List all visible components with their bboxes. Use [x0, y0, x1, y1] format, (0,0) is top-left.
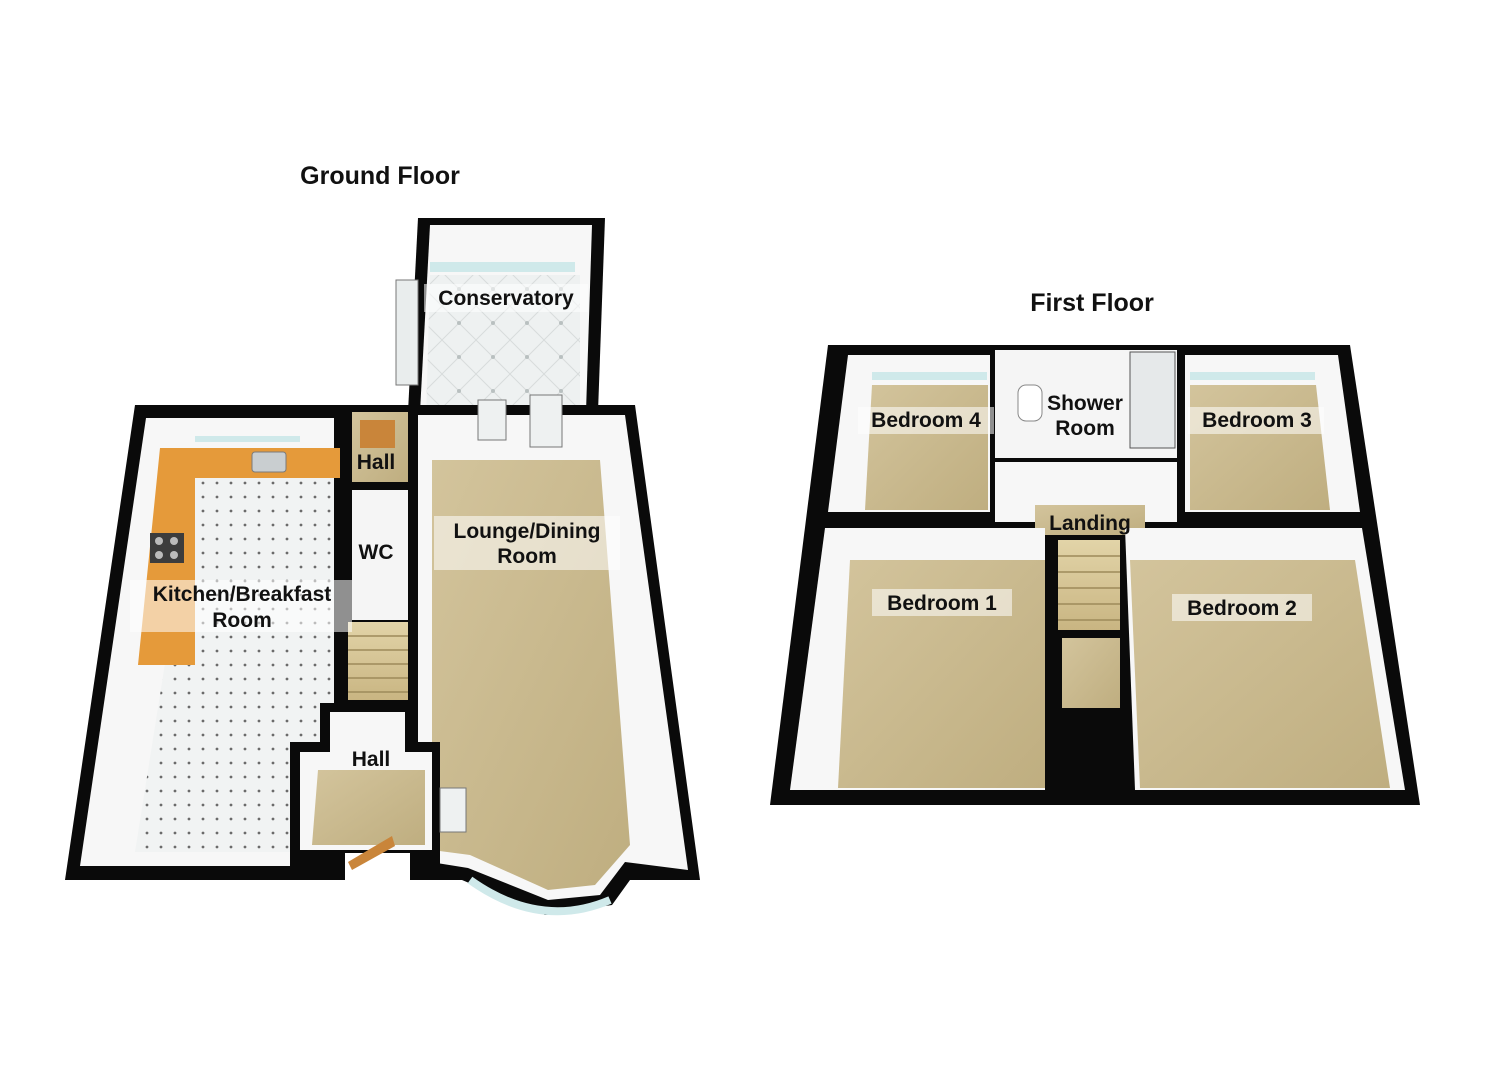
label-shower-line1: Shower	[1047, 392, 1123, 415]
hall-lower-room	[290, 703, 467, 880]
label-shower-line2: Room	[1055, 417, 1115, 440]
first-floor-title: First Floor	[1030, 289, 1154, 317]
label-bedroom-2: Bedroom 2	[1187, 597, 1297, 620]
first-floor	[770, 345, 1420, 805]
kitchen-window	[195, 436, 300, 442]
stairs-ground	[348, 622, 408, 700]
hall-wc-block	[345, 405, 415, 705]
wc-floor	[352, 490, 408, 620]
label-hall-upper: Hall	[357, 451, 396, 474]
label-lounge-line1: Lounge/Dining	[454, 520, 601, 543]
bedroom-4-floor	[865, 385, 988, 510]
ground-floor-title: Ground Floor	[300, 162, 460, 190]
bedroom-1	[790, 528, 1045, 790]
conservatory-window	[430, 262, 575, 272]
hall-lower-floor	[312, 770, 425, 845]
bedroom-3-floor	[1190, 385, 1330, 510]
hob-icon	[150, 533, 184, 563]
label-conservatory: Conservatory	[438, 287, 574, 310]
landing	[995, 462, 1177, 708]
front-door	[439, 787, 467, 833]
hall-door	[360, 420, 395, 448]
label-lounge-line2: Room	[497, 545, 557, 568]
bedroom-1-floor	[838, 560, 1045, 788]
label-wc: WC	[359, 541, 394, 564]
label-kitchen-line1: Kitchen/Breakfast	[153, 583, 332, 606]
label-bedroom-1: Bedroom 1	[887, 592, 997, 615]
label-bedroom-4: Bedroom 4	[871, 409, 981, 432]
bedroom-2	[1125, 528, 1405, 790]
sink-icon	[251, 451, 287, 473]
bay-window	[467, 876, 612, 916]
lounge-door-left	[477, 399, 507, 441]
shower-tray	[1129, 351, 1176, 449]
label-kitchen-line2: Room	[212, 609, 272, 632]
label-hall-lower: Hall	[352, 748, 391, 771]
stairs-first	[1058, 540, 1120, 630]
shower-room	[995, 350, 1177, 458]
lounge-door-right	[529, 394, 563, 448]
lounge-dining-room	[408, 394, 700, 916]
hall-lower-door	[348, 836, 395, 870]
label-landing: Landing	[1049, 512, 1131, 535]
conservatory-door	[395, 279, 419, 386]
label-bedroom-3: Bedroom 3	[1202, 409, 1312, 432]
toilet-icon	[1017, 384, 1043, 422]
